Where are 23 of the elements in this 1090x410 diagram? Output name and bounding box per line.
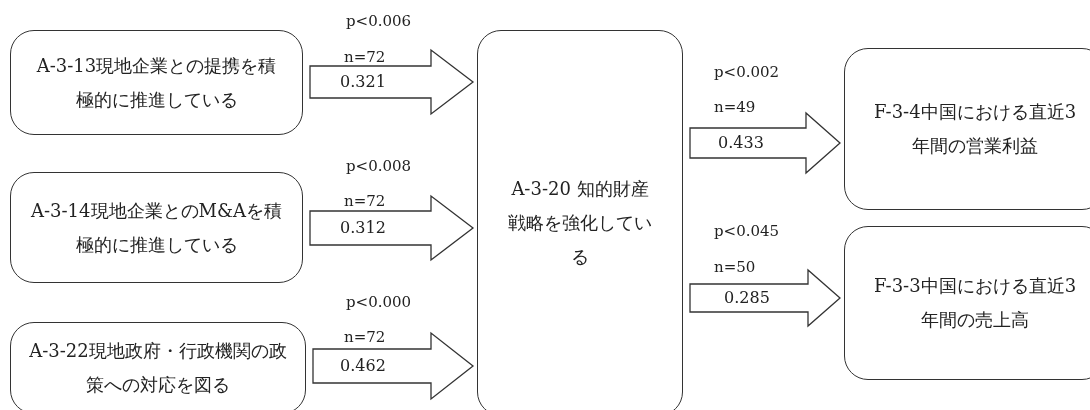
stat-label: p<0.000	[346, 293, 412, 311]
box-text: A-3-14現地企業とのM&Aを積極的に推進している	[30, 198, 283, 257]
box-text: A-3-20 知的財産戦略を強化している	[507, 177, 653, 269]
stat-label: p<0.006	[346, 12, 412, 30]
rounded-box	[10, 322, 306, 410]
stat-label: n=72	[344, 328, 386, 346]
rounded-box	[477, 30, 683, 410]
stat-label: n=50	[714, 258, 756, 276]
stat-label: n=72	[344, 48, 386, 66]
rounded-box	[10, 172, 303, 283]
box-text: F-3-4中国における直近3年間の営業利益	[872, 100, 1078, 158]
stat-label: p<0.002	[714, 63, 780, 81]
stat-label: n=72	[344, 192, 386, 210]
block-arrow	[312, 331, 475, 401]
rounded-box	[10, 30, 303, 135]
rounded-box	[844, 48, 1090, 210]
box-text: F-3-3中国における直近3年間の売上高	[872, 274, 1078, 332]
box-text: A-3-22現地政府・行政機関の政策への対応を図る	[28, 339, 288, 397]
rounded-box	[844, 226, 1090, 380]
stat-label: n=49	[714, 98, 756, 116]
box-text: A-3-13現地企業との提携を積極的に推進している	[35, 53, 278, 112]
stat-label: p<0.008	[346, 157, 412, 175]
stat-label: p<0.045	[714, 222, 780, 240]
